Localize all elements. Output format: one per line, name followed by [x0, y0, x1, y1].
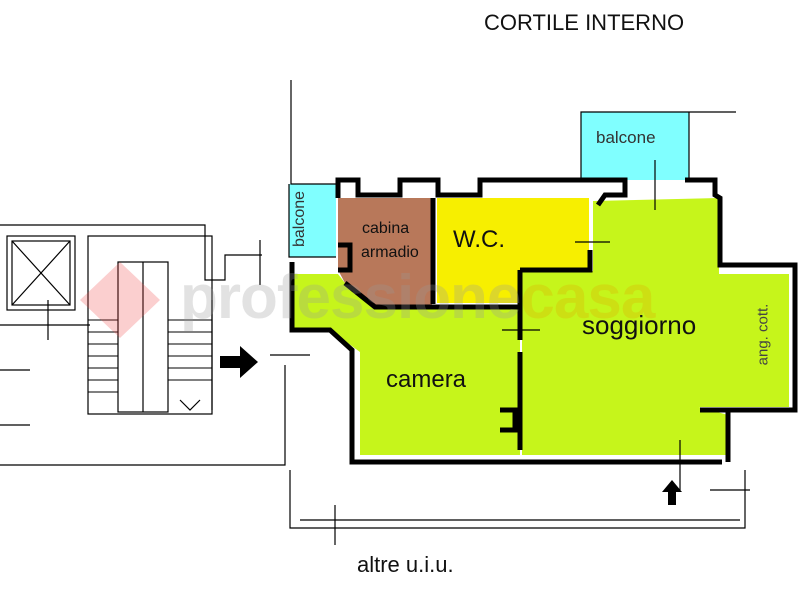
ang-cott-label: ang. cott.: [754, 303, 772, 366]
watermark-part2: casa: [520, 263, 655, 332]
outline-lines: [259, 80, 750, 545]
entrance-arrow-icon: [220, 346, 258, 378]
balcone-left-area: [289, 184, 336, 257]
watermark-part1: professione: [180, 263, 521, 332]
stair-steps: [88, 319, 212, 393]
soggiorno-area: [522, 198, 789, 455]
title: CORTILE INTERNO: [484, 10, 685, 35]
wc-label: W.C.: [453, 226, 505, 253]
cabina-armadio-area: [338, 198, 432, 306]
watermark-logo-icon: [80, 262, 160, 338]
cabina-label: cabina: [362, 220, 410, 237]
balcone-top-area: [581, 112, 689, 180]
stairwell: [0, 224, 286, 466]
camera-area: [292, 274, 520, 455]
camera-label: camera: [386, 366, 467, 393]
entrance-up-arrow-icon: [662, 480, 682, 505]
balcone-top-label: balcone: [596, 128, 656, 147]
balcone-left-label: balcone: [291, 190, 309, 248]
footer-label: altre u.i.u.: [357, 552, 454, 577]
soggiorno-label: soggiorno: [582, 310, 697, 340]
watermark: professionecasa: [180, 262, 655, 333]
walls: [289, 177, 798, 465]
armadio-label: armadio: [361, 244, 419, 261]
wc-area: [437, 198, 589, 303]
